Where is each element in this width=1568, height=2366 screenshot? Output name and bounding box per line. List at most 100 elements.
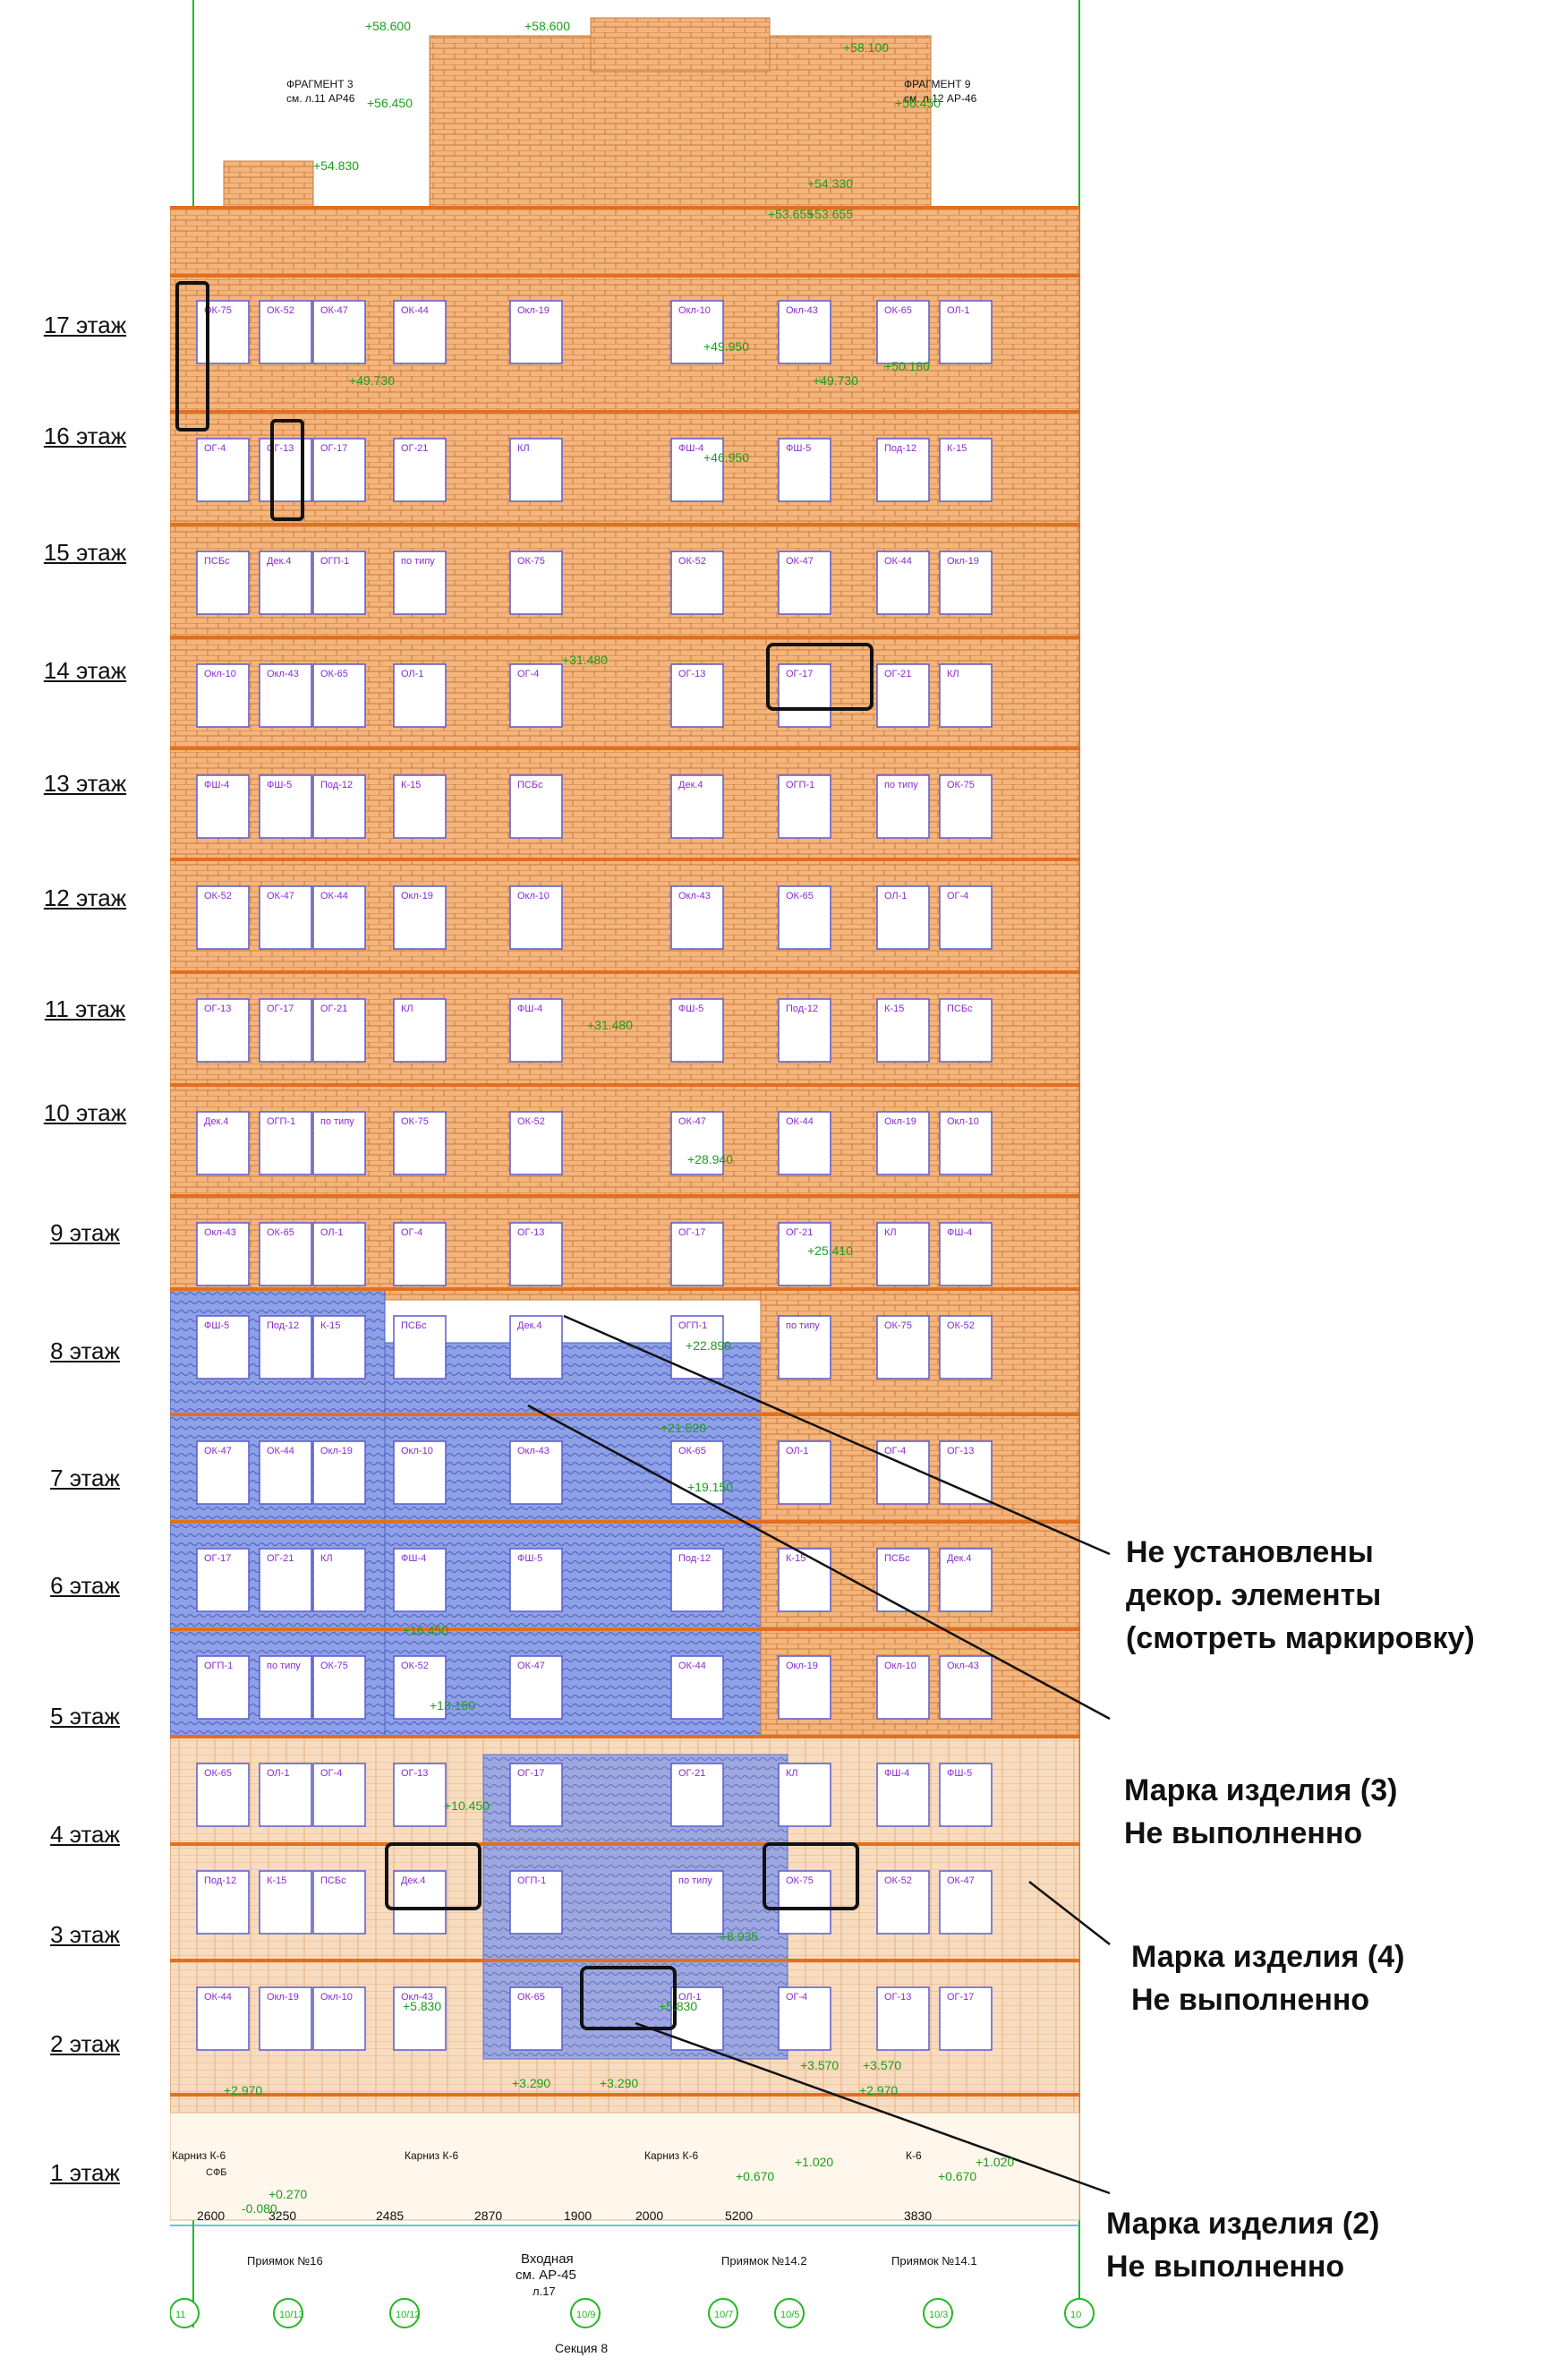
dimension-label: 2600: [197, 2208, 225, 2223]
window: [509, 998, 563, 1063]
window-mark-label: ОК-75: [947, 780, 975, 790]
note-decor-elements: Не установлены декор. элементы (смотреть…: [1126, 1531, 1475, 1660]
elevation-mark: +2.970: [859, 2083, 898, 2097]
window-mark-label: К-15: [267, 1875, 286, 1886]
window-mark-label: ФШ-4: [204, 780, 229, 790]
window: [393, 998, 447, 1063]
window: [876, 998, 930, 1063]
window: [196, 774, 250, 839]
window-mark-label: Окл-19: [786, 1661, 818, 1671]
pit-label: Приямок №14.2: [721, 2254, 807, 2268]
window: [778, 1222, 831, 1286]
window: [778, 1440, 831, 1505]
window-mark-label: ОГ-13: [204, 1004, 231, 1014]
window: [509, 1870, 563, 1935]
window: [778, 551, 831, 615]
window-mark-label: ПСБс: [320, 1875, 346, 1886]
fragment-right-ref: см. л.12 АР-46: [904, 92, 977, 105]
elevation-mark: +50.180: [884, 359, 930, 373]
elevation-mark: +5.830: [403, 1999, 441, 2013]
note-mark-3: Марка изделия (3) Не выполненно: [1124, 1769, 1397, 1855]
window: [196, 1222, 250, 1286]
window-mark-label: ПСБс: [517, 780, 543, 790]
window-mark-label: ОГ-13: [884, 1992, 911, 2003]
elevation-mark: +46.950: [703, 450, 749, 465]
window: [259, 663, 312, 728]
window: [876, 438, 930, 502]
window: [939, 1315, 993, 1379]
window-mark-label: ОК-47: [267, 891, 294, 901]
window-mark-label: ОГП-1: [786, 780, 814, 790]
elevation-mark: +53.655: [807, 207, 853, 221]
window-mark-label: Дек.4: [517, 1320, 542, 1331]
window: [393, 1655, 447, 1720]
elevation-mark: +8.935: [720, 1929, 758, 1943]
window-mark-label: ОГ-21: [401, 443, 428, 454]
window: [778, 774, 831, 839]
window-mark-label: ОЛ-1: [320, 1227, 343, 1238]
window: [509, 300, 563, 364]
axis-marker: [1064, 2298, 1095, 2328]
elevation-mark: +58.600: [365, 19, 411, 33]
axis-marker: [273, 2298, 303, 2328]
window-mark-label: ФШ-5: [786, 443, 811, 454]
window-mark-label: Дек.4: [678, 780, 703, 790]
defect-box: [175, 281, 209, 431]
window-mark-label: ФШ-4: [401, 1553, 426, 1564]
window: [509, 1111, 563, 1175]
window: [196, 663, 250, 728]
window-mark-label: ОГ-21: [786, 1227, 813, 1238]
elevation-mark: +54.830: [313, 158, 359, 173]
window-mark-label: ОК-47: [678, 1116, 706, 1127]
axis-marker: [169, 2298, 200, 2328]
window-mark-label: ФШ-4: [678, 443, 703, 454]
window-mark-label: ОГ-4: [204, 443, 226, 454]
window: [778, 998, 831, 1063]
window-mark-label: ОГ-13: [401, 1768, 428, 1779]
window-mark-label: по типу: [884, 780, 918, 790]
window-mark-label: ОК-47: [517, 1661, 545, 1671]
window: [670, 1111, 724, 1175]
window: [393, 1315, 447, 1379]
axis-marker-label: 10: [1070, 2310, 1081, 2320]
floor-label: 8 этаж: [50, 1337, 120, 1364]
axis-marker: [923, 2298, 953, 2328]
window-mark-label: ОЛ-1: [267, 1768, 289, 1779]
window: [312, 998, 366, 1063]
pit-label: Приямок №16: [247, 2254, 323, 2268]
elevation-mark: +54.330: [807, 176, 853, 191]
axis-marker-label: 10/9: [576, 2310, 595, 2320]
window-mark-label: ОГП-1: [267, 1116, 295, 1127]
elevation-mark: +0.270: [268, 2187, 307, 2201]
window-mark-label: Окл-10: [884, 1661, 916, 1671]
window: [259, 1763, 312, 1827]
window-mark-label: ОГ-17: [947, 1992, 974, 2003]
window-mark-label: ОК-44: [884, 556, 912, 567]
window-mark-label: ОЛ-1: [786, 1446, 808, 1456]
window: [778, 1763, 831, 1827]
window-mark-label: Окл-10: [678, 305, 711, 316]
window-mark-label: ОГП-1: [517, 1875, 546, 1886]
window-mark-label: ОГ-4: [401, 1227, 422, 1238]
window: [259, 1111, 312, 1175]
window: [393, 885, 447, 950]
window-mark-label: К-15: [947, 443, 967, 454]
elevation-mark: +56.450: [367, 96, 413, 110]
window: [393, 774, 447, 839]
floor-label: 7 этаж: [50, 1465, 120, 1491]
note-line: Не установлены: [1126, 1535, 1374, 1569]
elevation-marks: +58.600+58.600+58.100+56.450+56.450+54.8…: [224, 19, 1014, 2216]
floor-label: 9 этаж: [50, 1219, 120, 1246]
window-mark-label: ОГ-13: [678, 669, 705, 679]
window: [876, 663, 930, 728]
floor-label: 2 этаж: [50, 2030, 120, 2057]
elevation-mark: +49.730: [349, 373, 395, 388]
window: [939, 438, 993, 502]
window-mark-label: ОК-75: [517, 556, 545, 567]
leader-lines: [527, 1314, 1111, 2195]
window: [670, 1763, 724, 1827]
floor-label: 1 этаж: [50, 2159, 120, 2186]
window-mark-label: ОК-75: [320, 1661, 348, 1671]
